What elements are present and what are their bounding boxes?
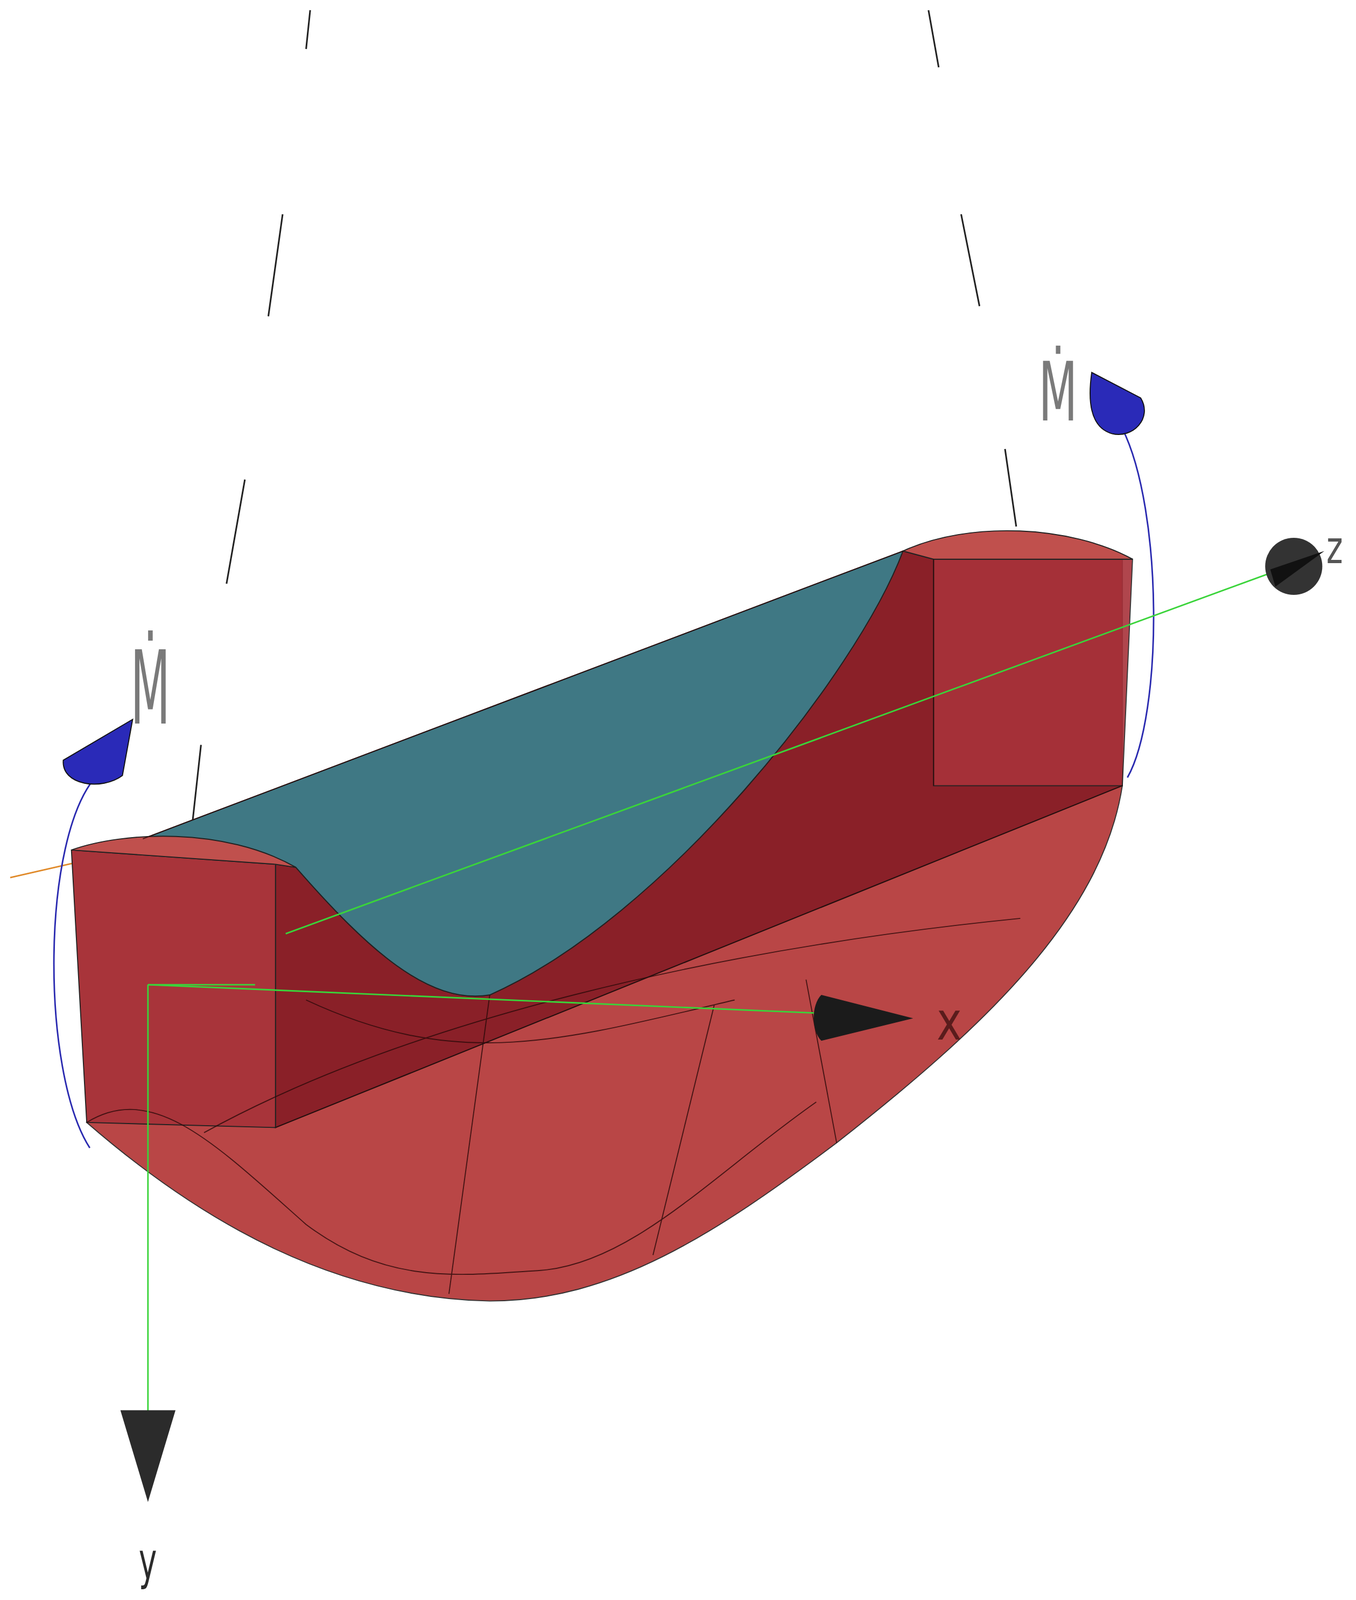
x-axis — [148, 984, 256, 986]
guide-line — [306, 10, 311, 49]
axis-label: z — [1326, 525, 1351, 571]
guide-line — [226, 479, 245, 584]
mesh-line — [448, 994, 490, 1294]
x-axis — [148, 984, 822, 1014]
axis-label: y — [138, 1535, 170, 1587]
guide-line — [1005, 448, 1017, 527]
moment-label: Ṁ — [1038, 352, 1110, 434]
mesh-lines — [86, 551, 1123, 1295]
left-top-arc — [71, 835, 297, 868]
mesh-line — [204, 918, 1021, 1133]
moment-cone — [1090, 372, 1145, 435]
right-block-face — [933, 559, 1133, 786]
moment-label: Ṁ — [1038, 352, 1078, 434]
axis-label: x — [936, 994, 962, 1049]
guide-line — [268, 214, 283, 317]
moment-arc — [53, 775, 97, 1149]
mesh-line — [86, 1101, 817, 1275]
moment-cone — [62, 719, 133, 784]
moment-arc — [1122, 428, 1154, 778]
mesh-line — [652, 1005, 715, 1255]
moment-label: Ṁ — [130, 637, 171, 741]
mesh-line — [142, 551, 903, 840]
axis-label: z — [1326, 525, 1344, 571]
mesh-line — [275, 785, 1123, 1128]
axis-label: x — [936, 994, 968, 1049]
guide-line — [928, 10, 939, 68]
axis-label: y — [138, 1535, 158, 1587]
y-axis — [146, 984, 149, 1419]
guide-line — [960, 214, 980, 307]
mesh-line — [932, 559, 934, 786]
z-axis — [285, 569, 1281, 934]
x-arrowhead — [813, 994, 914, 1041]
right-top-arc — [902, 530, 1133, 560]
z-arrowhead — [1270, 551, 1325, 587]
cut-surface — [142, 551, 903, 997]
moment-label: Ṁ — [130, 637, 220, 741]
y-arrowhead — [120, 1409, 176, 1502]
